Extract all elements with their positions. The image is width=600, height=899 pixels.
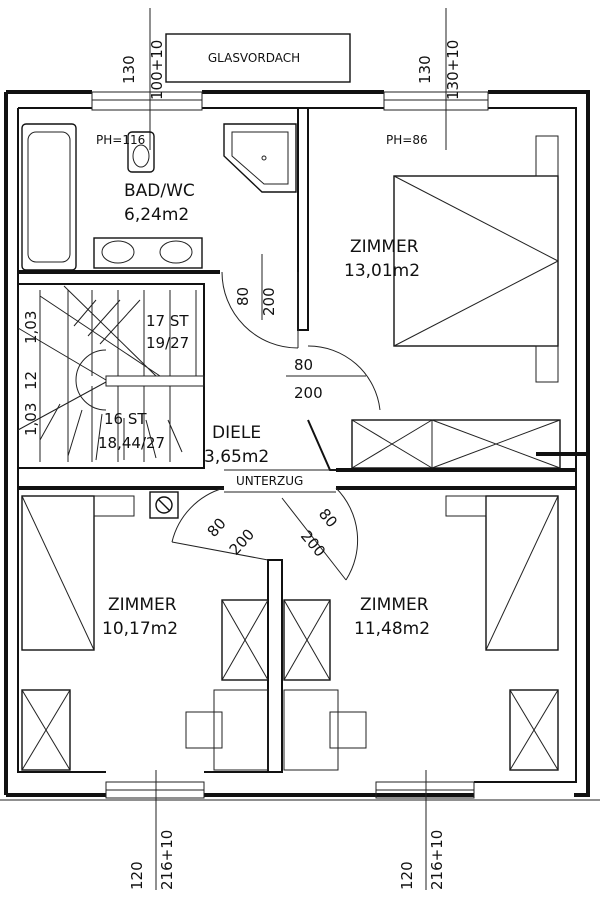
zimmer-ne-height: PH=86: [386, 133, 428, 147]
zimmer-sw-door: 80 200: [171, 487, 269, 561]
zimmer-se-name: ZIMMER: [360, 595, 429, 615]
room-bad-labels: PH=116 BAD/WC 6,24m2: [96, 133, 195, 225]
bed-se: [445, 495, 559, 771]
bottom-window-right-labels: 120 216+10: [398, 770, 446, 890]
bottom-right-window-width: 120: [398, 861, 416, 890]
stair-lower-count: 16 ST: [104, 410, 147, 428]
diele-beam-label: UNTERZUG: [236, 474, 303, 488]
zimmer-sw-name: ZIMMER: [108, 595, 177, 615]
zimmer-se-door-height: 200: [297, 527, 329, 561]
stair-dim-bottom: 1,03: [22, 403, 40, 436]
stair-upper-ratio: 19/27: [146, 334, 189, 352]
glass-canopy: GLASVORDACH: [165, 33, 351, 83]
room-diele-labels: DIELE 3,65m2 UNTERZUG: [204, 423, 303, 488]
bath-door: 80 200: [221, 254, 299, 349]
bed-sw: [21, 495, 135, 771]
bottom-left-window-width: 120: [128, 861, 146, 890]
diele-name: DIELE: [212, 423, 261, 443]
top-left-window-height: 100+10: [148, 40, 166, 100]
zimmer-ne-door: 80 200: [286, 345, 381, 411]
bad-room-height: PH=116: [96, 133, 145, 147]
diele-area: 3,65m2: [204, 447, 269, 467]
desk-se: [283, 599, 367, 771]
bad-room-name: BAD/WC: [124, 181, 195, 201]
zimmer-sw-door-width: 80: [204, 514, 230, 540]
zimmer-ne-door-height: 200: [294, 384, 323, 402]
room-zimmer-ne-labels: PH=86 ZIMMER 13,01m2: [344, 133, 428, 281]
wardrobe-ne: [351, 419, 590, 469]
room-zimmer-se-labels: ZIMMER 11,48m2: [354, 595, 430, 639]
stair-dim-mid: 12: [22, 371, 40, 390]
zimmer-se-door-width: 80: [315, 505, 341, 531]
top-window-right-labels: 130 130+10: [416, 8, 462, 150]
canopy-label: GLASVORDACH: [208, 51, 300, 65]
bad-room-area: 6,24m2: [124, 205, 189, 225]
top-right-window-height: 130+10: [444, 40, 462, 100]
top-right-window-width: 130: [416, 55, 434, 84]
staircase: 17 ST 19/27 16 ST 18,44/27 1,03 12 1,03: [17, 285, 205, 462]
zimmer-ne-area: 13,01m2: [344, 261, 420, 281]
washbasins: [93, 237, 203, 269]
stair-upper-count: 17 ST: [146, 312, 189, 330]
zimmer-ne-door-width: 80: [294, 356, 313, 374]
bottom-window-left-labels: 120 216+10: [128, 770, 176, 890]
interior-walls: [17, 107, 576, 773]
bath-door-height: 200: [260, 287, 278, 316]
zimmer-ne-name: ZIMMER: [350, 237, 419, 257]
bottom-right-window-height: 216+10: [428, 830, 446, 890]
toilet: [127, 131, 155, 173]
zimmer-sw-area: 10,17m2: [102, 619, 178, 639]
top-window-left-labels: 130 100+10: [120, 8, 166, 150]
chimney-icon: [149, 491, 179, 519]
shower: [223, 123, 297, 193]
zimmer-se-area: 11,48m2: [354, 619, 430, 639]
bath-door-width: 80: [234, 287, 252, 306]
room-zimmer-sw-labels: ZIMMER 10,17m2: [102, 595, 178, 639]
bed-ne: [393, 135, 559, 383]
zimmer-sw-door-height: 200: [226, 525, 259, 558]
zimmer-se-door: 80 200: [281, 487, 359, 581]
stair-lower-ratio: 18,44/27: [98, 434, 165, 452]
outer-walls: [0, 90, 600, 801]
top-left-window-width: 130: [120, 55, 138, 84]
stair-dim-top: 1,03: [22, 311, 40, 344]
bottom-left-window-height: 216+10: [158, 830, 176, 890]
bathtub: [21, 123, 77, 271]
desk-sw: [185, 599, 269, 771]
